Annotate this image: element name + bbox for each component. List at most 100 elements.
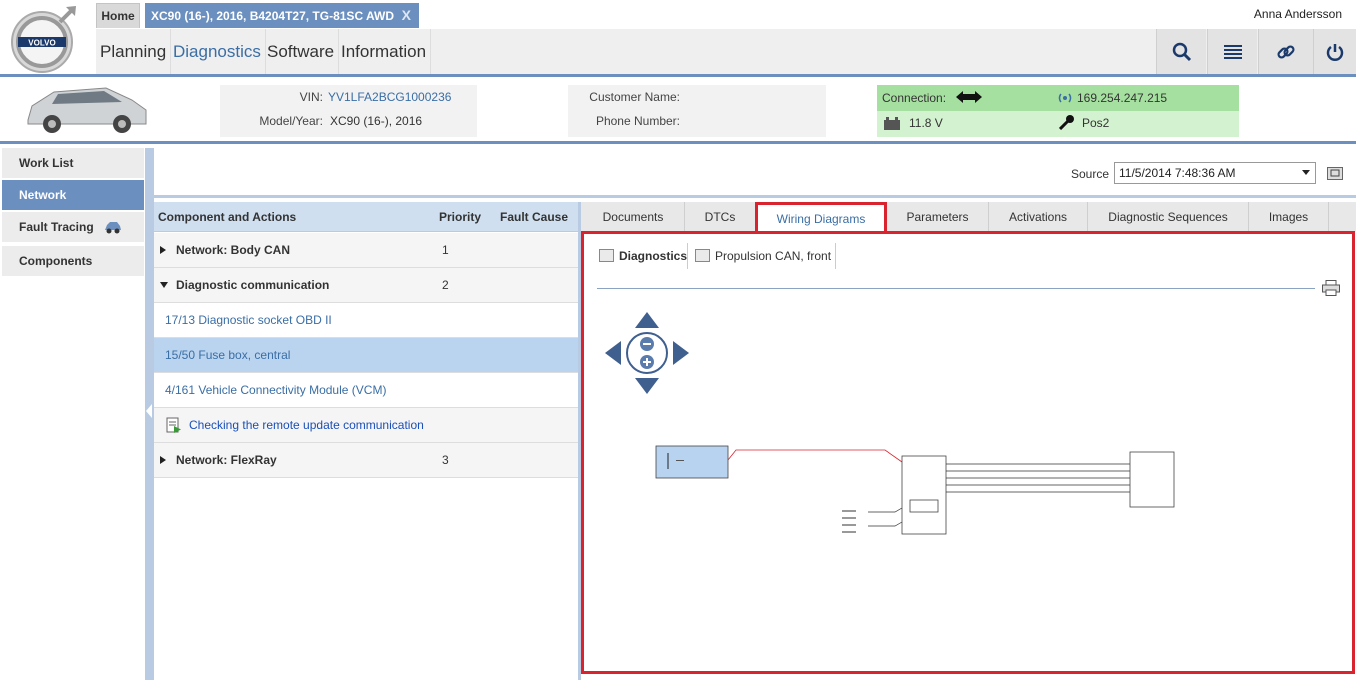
car-service-icon: [104, 222, 121, 234]
pan-right-arrow-icon[interactable]: [673, 341, 689, 365]
vin-label: VIN:: [299, 90, 323, 104]
source-label: Source: [1071, 167, 1110, 181]
table-row[interactable]: Network: Body CAN 1: [154, 233, 578, 268]
pan-left-arrow-icon[interactable]: [605, 341, 621, 365]
menu-icon: [1223, 44, 1242, 59]
power-button[interactable]: [1313, 29, 1356, 74]
key-position: Pos2: [1082, 116, 1110, 130]
power-icon: [1326, 43, 1344, 61]
row-label[interactable]: Checking the remote update communication: [189, 418, 424, 432]
phone-number-label: Phone Number:: [595, 114, 680, 128]
ignition-key-icon: [1059, 115, 1074, 130]
expand-arrow-icon[interactable]: [160, 246, 166, 254]
pan-up-arrow-icon[interactable]: [635, 312, 659, 328]
vin-value[interactable]: YV1LFA2BCG1000236: [328, 90, 452, 104]
pan-down-arrow-icon[interactable]: [635, 378, 659, 394]
table-row[interactable]: Network: FlexRay 3: [154, 443, 578, 478]
source-value: 11/5/2014 7:48:36 AM: [1119, 166, 1236, 180]
procedure-icon: [166, 417, 181, 433]
tab-documents[interactable]: Documents: [582, 202, 685, 232]
ip-address: 169.254.247.215: [1077, 91, 1168, 105]
main-nav-bar: [96, 29, 1356, 74]
row-label[interactable]: 15/50 Fuse box, central: [165, 348, 291, 362]
row-priority: 3: [442, 453, 449, 467]
expand-arrow-icon[interactable]: [160, 456, 166, 464]
table-row[interactable]: Checking the remote update communication: [154, 408, 578, 443]
user-name: Anna Andersson: [1253, 7, 1342, 21]
pan-zoom-control[interactable]: [605, 312, 689, 394]
connection-status-bar: [877, 85, 1239, 111]
table-row[interactable]: Diagnostic communication 2: [154, 268, 578, 303]
tab-images[interactable]: Images: [1249, 202, 1329, 232]
nav-software[interactable]: Software: [263, 29, 340, 74]
customer-box: [568, 85, 826, 137]
column-header-component[interactable]: Component and Actions: [158, 210, 297, 224]
vehicle-status-bar: [877, 111, 1239, 137]
row-label[interactable]: 17/13 Diagnostic socket OBD II: [165, 313, 332, 327]
link-button[interactable]: [1258, 29, 1313, 74]
table-splitter[interactable]: [578, 202, 581, 680]
source-select[interactable]: 11/5/2014 7:48:36 AM: [1114, 162, 1316, 184]
table-row[interactable]: 15/50 Fuse box, central: [154, 338, 578, 373]
model-year-value: XC90 (16-), 2016: [330, 114, 423, 128]
row-label[interactable]: 4/161 Vehicle Connectivity Module (VCM): [165, 383, 387, 397]
row-priority: 2: [442, 278, 449, 292]
sidebar-item-work-list[interactable]: Work List: [2, 148, 144, 179]
nav-planning[interactable]: Planning: [96, 29, 172, 74]
subtab-label: Propulsion CAN, front: [715, 249, 832, 263]
tab-parameters[interactable]: Parameters: [887, 202, 989, 232]
row-label: Network: Body CAN: [176, 243, 291, 257]
sidebar-item-components[interactable]: Components: [2, 246, 144, 277]
customer-name-label: Customer Name:: [589, 90, 680, 104]
row-priority: 1: [442, 243, 449, 257]
collapse-arrow-icon[interactable]: [160, 282, 168, 288]
model-year-label: Model/Year:: [259, 114, 323, 128]
home-tab[interactable]: Home: [96, 3, 140, 28]
row-label: Network: FlexRay: [176, 453, 277, 467]
battery-icon: [884, 117, 900, 130]
search-icon: [1172, 42, 1191, 61]
subtab-divider: [597, 288, 1315, 289]
connection-label: Connection:: [882, 91, 947, 105]
close-tab-button[interactable]: X: [401, 7, 411, 23]
chevron-down-icon: [1302, 170, 1310, 175]
info-divider: [0, 141, 1356, 144]
header-divider: [0, 74, 1356, 77]
tab-dtcs[interactable]: DTCs: [685, 202, 756, 232]
collapse-arrow-icon[interactable]: [146, 404, 152, 418]
subtab-diagnostics[interactable]: Diagnostics: [597, 243, 689, 269]
wiring-diagram[interactable]: [640, 440, 1180, 545]
link-icon: [1277, 44, 1295, 59]
logo-text: VOLVO: [28, 39, 55, 48]
connection-icon: [956, 91, 982, 103]
tab-activations[interactable]: Activations: [989, 202, 1088, 232]
tab-wiring-diagrams[interactable]: Wiring Diagrams: [755, 202, 887, 233]
vehicle-id-box: [220, 85, 477, 137]
screen-capture-icon[interactable]: [1327, 167, 1343, 180]
column-header-fault-cause[interactable]: Fault Cause: [500, 210, 569, 224]
column-header-priority[interactable]: Priority: [439, 210, 482, 224]
diagram-icon: [599, 249, 614, 262]
print-icon[interactable]: [1322, 280, 1340, 296]
car-image: [27, 87, 147, 133]
menu-button[interactable]: [1207, 29, 1257, 74]
row-label: Diagnostic communication: [176, 278, 330, 292]
nav-information[interactable]: Information: [337, 29, 432, 74]
vehicle-tab[interactable]: XC90 (16-), 2016, B4204T27, TG-81SC AWD …: [145, 3, 419, 28]
table-row[interactable]: 4/161 Vehicle Connectivity Module (VCM): [154, 373, 578, 408]
search-button[interactable]: [1156, 29, 1206, 74]
wireless-icon: [1058, 93, 1072, 103]
sidebar-item-network[interactable]: Network: [2, 180, 144, 211]
volvo-logo: VOLVO: [11, 6, 76, 73]
vehicle-tab-label: XC90 (16-), 2016, B4204T27, TG-81SC AWD: [151, 8, 394, 23]
subtab-propulsion-can[interactable]: Propulsion CAN, front: [693, 243, 837, 269]
diagram-icon: [695, 249, 710, 262]
sidebar-item-fault-tracing[interactable]: Fault Tracing: [2, 212, 144, 243]
sidebar-item-label: Fault Tracing: [19, 220, 94, 234]
subtab-label: Diagnostics: [619, 249, 688, 263]
tab-diagnostic-sequences[interactable]: Diagnostic Sequences: [1088, 202, 1249, 232]
battery-voltage: 11.8 V: [909, 116, 943, 130]
components-table-header: Component and Actions Priority Fault Cau…: [154, 202, 578, 232]
table-row[interactable]: 17/13 Diagnostic socket OBD II: [154, 303, 578, 338]
nav-diagnostics[interactable]: Diagnostics: [169, 29, 266, 74]
